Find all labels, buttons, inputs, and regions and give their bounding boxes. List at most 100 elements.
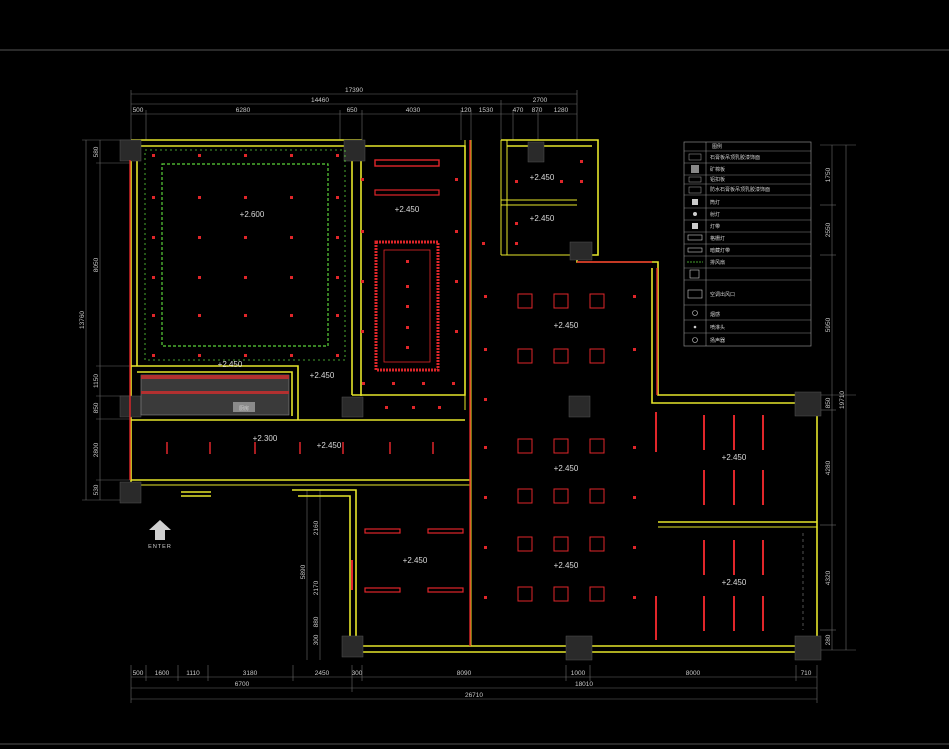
dim-left-2: 8050 bbox=[93, 257, 100, 272]
level-14: +2.450 bbox=[722, 578, 747, 587]
legend-strip-icon bbox=[692, 223, 698, 229]
dim-lower-2: 2170 bbox=[313, 580, 320, 595]
dim-right-7: 280 bbox=[825, 634, 832, 645]
legend-row-13: 喷淋头 bbox=[710, 324, 725, 331]
dim-left-total: 13760 bbox=[79, 311, 86, 329]
dim-top-r3-1: 500 bbox=[133, 107, 144, 114]
kitchen-label: 厨房 bbox=[239, 405, 249, 412]
legend-symbol-gypsum bbox=[688, 153, 702, 161]
dim-top-r3-9: 1280 bbox=[554, 107, 569, 114]
legend-vent-icon bbox=[687, 289, 703, 299]
dim-top-r3-6: 1530 bbox=[479, 107, 494, 114]
level-4: +2.450 bbox=[530, 214, 555, 223]
dim-bot-8: 1000 bbox=[571, 670, 586, 677]
dim-bot-9: 8000 bbox=[686, 670, 701, 677]
level-13: +2.450 bbox=[722, 453, 747, 462]
legend-grille-icon bbox=[687, 234, 703, 241]
level-5: +2.450 bbox=[554, 321, 579, 330]
dim-top-r3-2: 6280 bbox=[236, 107, 251, 114]
dim-left-3: 1150 bbox=[93, 374, 100, 388]
level-10: +2.450 bbox=[554, 464, 579, 473]
dim-top-r3-5: 120 bbox=[461, 107, 472, 114]
legend-row-7: 灯带 bbox=[710, 223, 720, 230]
dim-lower-total: 5890 bbox=[300, 564, 307, 579]
entrance-marker: ENTER bbox=[148, 520, 172, 550]
dim-bot-r2-1: 6700 bbox=[235, 681, 250, 688]
dim-bot-1: 500 bbox=[133, 670, 144, 677]
legend-row-14: 扬声器 bbox=[710, 337, 725, 344]
legend-row-9: 暗藏灯带 bbox=[710, 247, 730, 254]
legend-sprinkler-icon bbox=[693, 325, 697, 329]
dim-left-6: 530 bbox=[93, 484, 100, 495]
legend-downlight-icon bbox=[692, 199, 698, 205]
legend-symbol-aluminum bbox=[688, 176, 702, 183]
dim-left-5: 2800 bbox=[93, 442, 100, 457]
legend-row-5: 筒灯 bbox=[710, 199, 720, 206]
dim-bot-total: 26710 bbox=[465, 692, 483, 699]
dim-top-r3-4: 4030 bbox=[406, 107, 421, 114]
dim-top-r2-1: 14460 bbox=[311, 97, 329, 104]
legend-spotlight-icon bbox=[693, 212, 697, 216]
dim-top-r3-8: 870 bbox=[532, 107, 543, 114]
level-labels: +2.600 +2.450 +2.450 +2.450 +2.450 +2.30… bbox=[218, 173, 747, 587]
dim-right-1: 1750 bbox=[825, 167, 832, 182]
dim-top-total: 17390 bbox=[345, 87, 363, 94]
legend-row-2: 矿棉板 bbox=[710, 166, 725, 173]
legend-hidden-strip-icon bbox=[687, 247, 703, 253]
enter-label: ENTER bbox=[148, 544, 172, 550]
bottom-dimensions: 500 1600 1110 3180 2450 300 8090 1000 80… bbox=[130, 665, 818, 703]
dim-lower-1: 2160 bbox=[313, 520, 320, 535]
dim-right-2: 2550 bbox=[825, 222, 832, 237]
dim-lower-4: 300 bbox=[313, 634, 320, 645]
dim-right-total: 19710 bbox=[839, 391, 846, 409]
dim-bot-6: 300 bbox=[352, 670, 363, 677]
entrance-arrow-icon bbox=[149, 520, 171, 540]
legend-row-1: 石膏板吊顶乳胶漆饰面 bbox=[710, 154, 760, 161]
legend-symbol-mineral bbox=[691, 165, 699, 173]
legend-title: 图例 bbox=[712, 143, 722, 150]
dim-right-3: 5950 bbox=[825, 317, 832, 332]
level-11: +2.450 bbox=[554, 561, 579, 570]
legend-row-12: 烟感 bbox=[710, 311, 720, 318]
level-3: +2.450 bbox=[530, 173, 555, 182]
dim-top-r3-3: 650 bbox=[347, 107, 358, 114]
walls bbox=[130, 139, 818, 653]
legend-row-4: 防水石膏板吊顶乳胶漆饰面 bbox=[710, 186, 770, 193]
dim-bot-3: 1110 bbox=[186, 670, 200, 677]
dim-lower-3: 880 bbox=[313, 616, 320, 627]
columns bbox=[119, 139, 822, 661]
left-dimensions: 13760 580 8050 1150 850 2800 530 5890 21… bbox=[79, 139, 321, 660]
level-7: +2.450 bbox=[317, 441, 342, 450]
ceiling-features: 厨房 bbox=[129, 140, 804, 646]
level-8: +2.450 bbox=[310, 371, 335, 380]
legend-row-8: 格栅灯 bbox=[710, 235, 725, 242]
level-1: +2.600 bbox=[240, 210, 265, 219]
legend-table: 图例 石膏板吊顶乳胶漆饰面 矿棉板 铝扣板 防水石膏板吊顶乳胶漆饰面 筒灯 射灯… bbox=[683, 141, 812, 347]
level-12: +2.450 bbox=[403, 556, 428, 565]
level-6: +2.300 bbox=[253, 434, 278, 443]
dim-right-6: 4320 bbox=[825, 570, 832, 585]
right-dimensions: 1750 2550 5950 850 19710 4280 4320 280 bbox=[820, 144, 856, 651]
level-2: +2.450 bbox=[395, 205, 420, 214]
dim-top-r2-2: 2700 bbox=[533, 97, 548, 104]
legend-symbol-waterproof bbox=[688, 186, 702, 194]
dim-bot-4: 3180 bbox=[243, 670, 258, 677]
legend-speaker-icon bbox=[692, 337, 698, 343]
dim-bot-2: 1600 bbox=[155, 670, 170, 677]
legend-row-11: 空调出风口 bbox=[710, 291, 735, 298]
dim-left-1: 580 bbox=[93, 146, 100, 157]
legend-row-10: 排风扇 bbox=[710, 259, 725, 266]
dim-bot-5: 2450 bbox=[315, 670, 330, 677]
dim-left-4: 850 bbox=[93, 402, 100, 413]
legend-row-6: 射灯 bbox=[710, 211, 720, 218]
dim-bot-10: 710 bbox=[801, 670, 812, 677]
dim-top-r3-7: 470 bbox=[513, 107, 524, 114]
dim-right-5: 4280 bbox=[825, 460, 832, 475]
dim-bot-7: 8090 bbox=[457, 670, 472, 677]
dim-right-4: 850 bbox=[825, 397, 832, 408]
top-dimensions: 17390 14460 2700 500 6280 650 4030 120 1… bbox=[130, 87, 578, 140]
dim-bot-r2-2: 18010 bbox=[575, 681, 593, 688]
legend-row-3: 铝扣板 bbox=[710, 176, 725, 183]
legend-fan-icon bbox=[689, 269, 700, 279]
